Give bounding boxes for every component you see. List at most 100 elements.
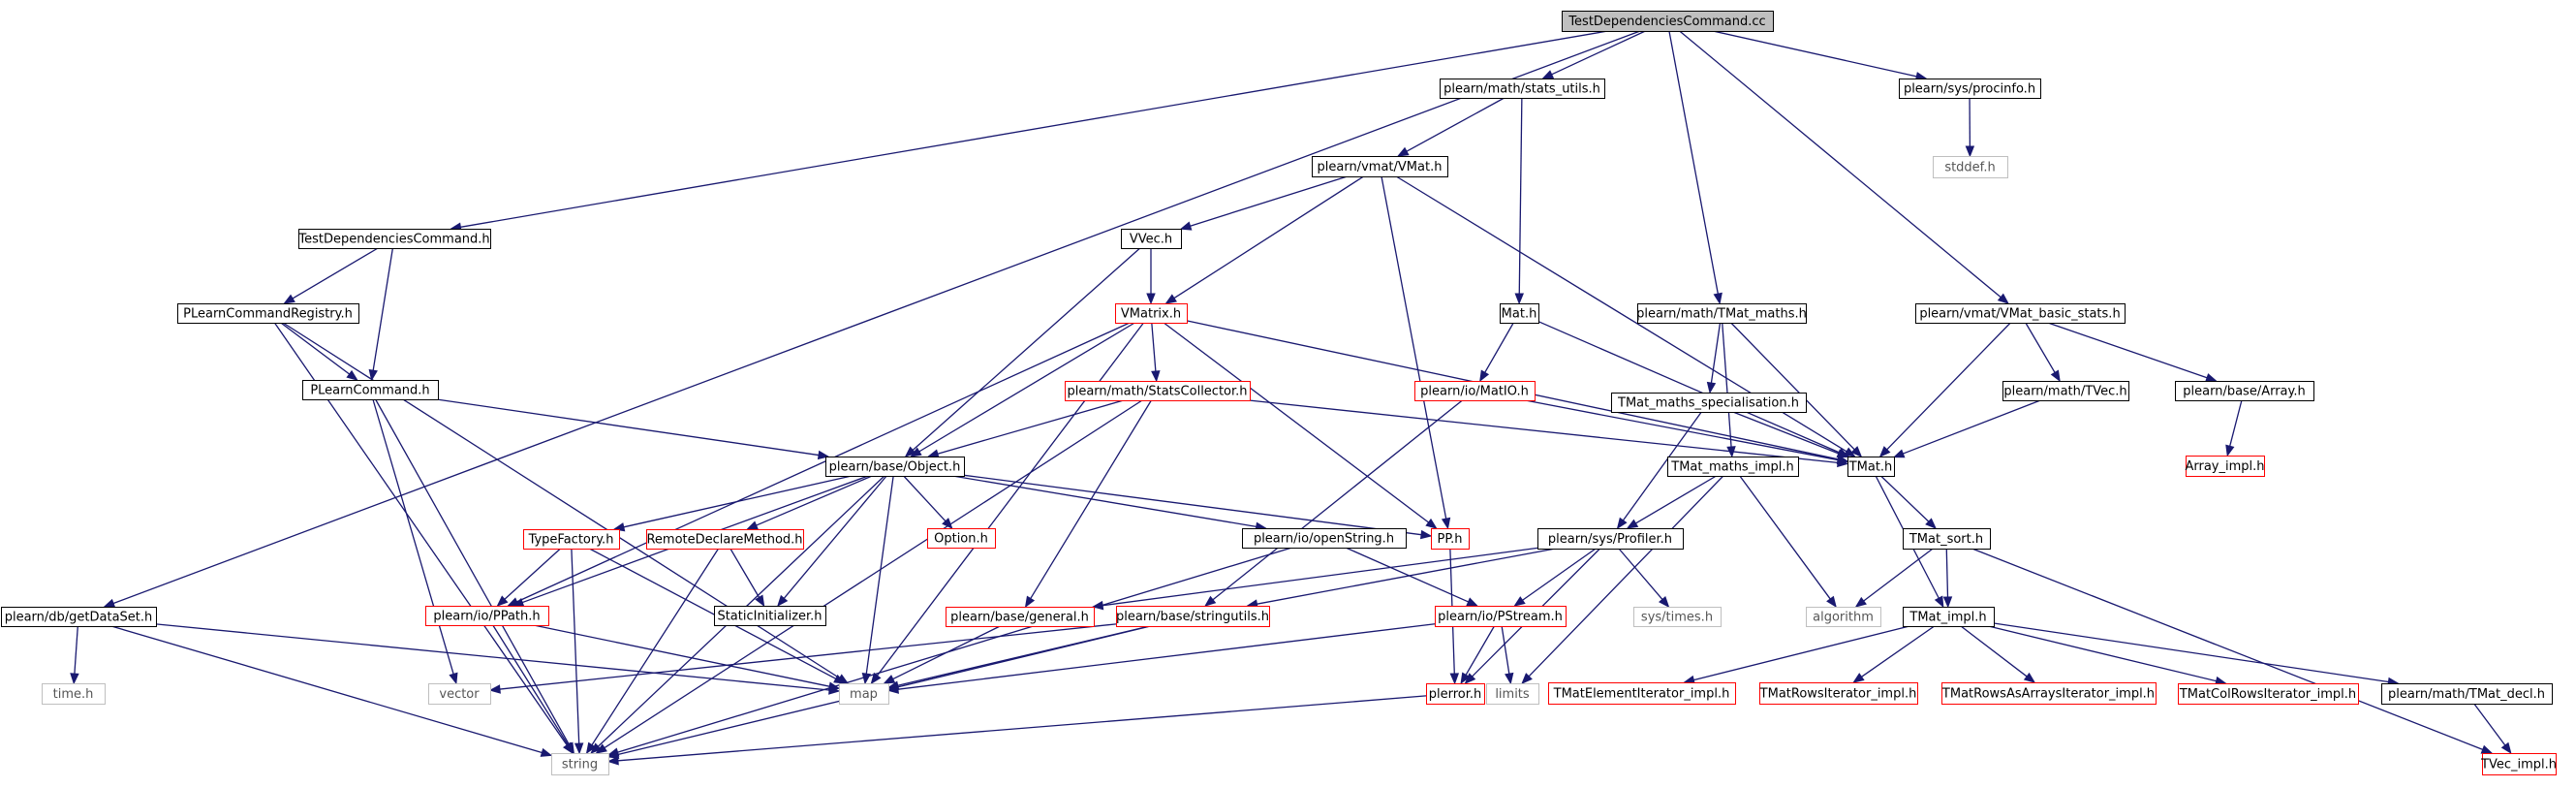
edge-line bbox=[1406, 97, 1505, 152]
node-tmatrowsiterator-impl-h[interactable]: TMatRowsIterator_impl.h bbox=[1759, 682, 1918, 705]
edge-tmat_impl-to-tcri bbox=[1988, 625, 2227, 686]
node-stddef-h[interactable]: stddef.h bbox=[1933, 156, 2008, 178]
node-time-h[interactable]: time.h bbox=[42, 683, 106, 705]
edge-tmat-to-tmat_sort bbox=[1880, 475, 1937, 529]
edge-ppath-to-string bbox=[492, 624, 574, 755]
node-plearn-io-openstring-h[interactable]: plearn/io/openString.h bbox=[1242, 528, 1407, 549]
node-testdependenciescommand-cc[interactable]: TestDependenciesCommand.cc bbox=[1562, 11, 1774, 32]
edge-arrowhead bbox=[564, 741, 574, 755]
node-plearncommand-h[interactable]: PLearnCommand.h bbox=[302, 380, 439, 400]
node-plearn-math-statscollector-h[interactable]: plearn/math/StatsCollector.h bbox=[1065, 381, 1251, 401]
node-plearn-io-matio-h[interactable]: plearn/io/MatIO.h bbox=[1414, 381, 1536, 401]
node-typefactory-h[interactable]: TypeFactory.h bbox=[523, 529, 620, 550]
node-box bbox=[1903, 528, 1991, 550]
node-plearn-io-pstream-h[interactable]: plearn/io/PStream.h bbox=[1435, 606, 1567, 627]
node-box bbox=[1426, 683, 1485, 705]
edge-line bbox=[756, 475, 873, 526]
edge-arrowhead bbox=[1942, 596, 1953, 609]
node-plearn-math-tmat-maths-h[interactable]: plearn/math/TMat_maths.h bbox=[1636, 303, 1807, 324]
node-testdependenciescommand-h[interactable]: TestDependenciesCommand.h bbox=[297, 229, 491, 249]
node-plearn-base-general-h[interactable]: plearn/base/general.h bbox=[946, 607, 1095, 627]
node-plearn-sys-procinfo-h[interactable]: plearn/sys/procinfo.h bbox=[1899, 79, 2041, 99]
node-plearn-db-getdataset-h[interactable]: plearn/db/getDataSet.h bbox=[1, 607, 157, 627]
node-plearn-vmat-vmat-basic-stats-h[interactable]: plearn/vmat/VMat_basic_stats.h bbox=[1915, 303, 2126, 324]
node-box bbox=[1115, 303, 1188, 324]
node-vmatrix-h[interactable]: VMatrix.h bbox=[1115, 303, 1188, 324]
node-box bbox=[2002, 381, 2129, 401]
edge-vmatrix-to-statscoll bbox=[1151, 322, 1161, 383]
node-plearn-math-tvec-h[interactable]: plearn/math/TVec.h bbox=[2002, 381, 2129, 401]
node-box bbox=[714, 606, 826, 626]
edge-line bbox=[1880, 475, 1930, 522]
node-plearn-math-stats-utils-h[interactable]: plearn/math/stats_utils.h bbox=[1440, 79, 1605, 99]
node-label: PLearnCommandRegistry.h bbox=[183, 307, 353, 322]
node-array-impl-h[interactable]: Array_impl.h bbox=[2185, 456, 2265, 477]
node-box bbox=[1537, 528, 1684, 550]
node-map[interactable]: map bbox=[839, 683, 889, 705]
edge-statscoll-to-object bbox=[926, 399, 1124, 458]
node-tvec-impl-h[interactable]: TVec_impl.h bbox=[2480, 753, 2557, 775]
edge-typefactory-to-ppath bbox=[496, 548, 561, 607]
edge-root-to-tmat_maths bbox=[1668, 30, 1723, 305]
edge-arrowhead bbox=[103, 598, 116, 608]
edge-line bbox=[1484, 322, 1514, 373]
node-plearn-io-ppath-h[interactable]: plearn/io/PPath.h bbox=[425, 606, 549, 626]
edge-line bbox=[591, 548, 720, 745]
node-plearn-sys-profiler-h[interactable]: plearn/sys/Profiler.h bbox=[1537, 528, 1684, 550]
node-box bbox=[1, 607, 157, 627]
node-box bbox=[1431, 528, 1470, 550]
node-tmat-sort-h[interactable]: TMat_sort.h bbox=[1903, 528, 1991, 550]
edge-vmat-to-vmatrix bbox=[1164, 175, 1364, 304]
node-plearn-base-array-h[interactable]: plearn/base/Array.h bbox=[2175, 381, 2314, 401]
node-plerror-h[interactable]: plerror.h bbox=[1426, 683, 1485, 705]
node-plearn-vmat-vmat-h[interactable]: plearn/vmat/VMat.h bbox=[1312, 156, 1448, 177]
node-option-h[interactable]: Option.h bbox=[927, 528, 996, 549]
edge-line bbox=[1722, 322, 1732, 448]
node-staticinitializer-h[interactable]: StaticInitializer.h bbox=[714, 606, 826, 626]
node-label: sys/times.h bbox=[1641, 611, 1713, 625]
node-tmat-h[interactable]: TMat.h bbox=[1847, 457, 1895, 477]
edge-tvec-to-tmat bbox=[1892, 399, 2041, 458]
node-plearn-base-object-h[interactable]: plearn/base/Object.h bbox=[825, 457, 965, 477]
node-plearncommandregistry-h[interactable]: PLearnCommandRegistry.h bbox=[177, 303, 359, 324]
node-label: stddef.h bbox=[1944, 161, 1995, 175]
edge-arrowhead bbox=[1513, 596, 1526, 607]
node-string[interactable]: string bbox=[551, 753, 609, 775]
node-algorithm[interactable]: algorithm bbox=[1806, 607, 1881, 627]
node-remotedeclaremethod-h[interactable]: RemoteDeclareMethod.h bbox=[646, 529, 804, 550]
node-tmatelementiterator-impl-h[interactable]: TMatElementIterator_impl.h bbox=[1548, 682, 1736, 705]
node-limits[interactable]: limits bbox=[1486, 683, 1539, 705]
node-tmat-impl-h[interactable]: TMat_impl.h bbox=[1903, 607, 1995, 627]
node-pp-h[interactable]: PP.h bbox=[1431, 528, 1470, 550]
node-tmat-maths-impl-h[interactable]: TMat_maths_impl.h bbox=[1667, 457, 1799, 477]
node-plearn-math-tmat-decl-h[interactable]: plearn/math/TMat_decl.h bbox=[2381, 683, 2553, 705]
node-vector[interactable]: vector bbox=[428, 683, 491, 705]
edge-ppath-to-map bbox=[533, 624, 841, 691]
node-mat-h[interactable]: Mat.h bbox=[1500, 303, 1539, 324]
node-label: plearn/io/MatIO.h bbox=[1420, 385, 1529, 399]
node-box bbox=[1500, 303, 1539, 324]
node-label: TMat_maths_specialisation.h bbox=[1617, 396, 1799, 411]
edge-line bbox=[617, 547, 1292, 753]
node-sys-times-h[interactable]: sys/times.h bbox=[1633, 607, 1722, 627]
edge-line bbox=[1903, 399, 2041, 455]
edge-vmatrix-to-map bbox=[870, 322, 1144, 685]
edge-tmi-to-algorithm bbox=[1739, 475, 1837, 609]
edge-typefactory-to-map bbox=[589, 548, 846, 684]
edge-line bbox=[1212, 399, 1463, 601]
edge-line bbox=[1618, 548, 1663, 600]
node-tmat-maths-specialisation-h[interactable]: TMat_maths_specialisation.h bbox=[1611, 393, 1807, 413]
edge-object-to-map bbox=[861, 475, 894, 685]
edge-vmatrix-to-pph bbox=[1163, 322, 1438, 529]
node-plearn-base-stringutils-h[interactable]: plearn/base/stringutils.h bbox=[1116, 606, 1270, 627]
edge-arrowhead bbox=[942, 518, 953, 529]
edge-arrowhead bbox=[2480, 744, 2494, 754]
node-label: plearn/io/PPath.h bbox=[433, 610, 540, 624]
edge-arrowhead bbox=[1505, 672, 1514, 685]
node-tmatrowsasarraysiterator-impl-h[interactable]: TMatRowsAsArraysIterator_impl.h bbox=[1941, 682, 2157, 705]
edge-arrowhead bbox=[1925, 518, 1937, 529]
node-vvec-h[interactable]: VVec.h bbox=[1121, 229, 1182, 249]
edge-matio-to-tmat bbox=[1525, 399, 1849, 465]
node-tmatcolrowsiterator-impl-h[interactable]: TMatColRowsIterator_impl.h bbox=[2178, 683, 2359, 705]
node-label: RemoteDeclareMethod.h bbox=[646, 533, 802, 548]
